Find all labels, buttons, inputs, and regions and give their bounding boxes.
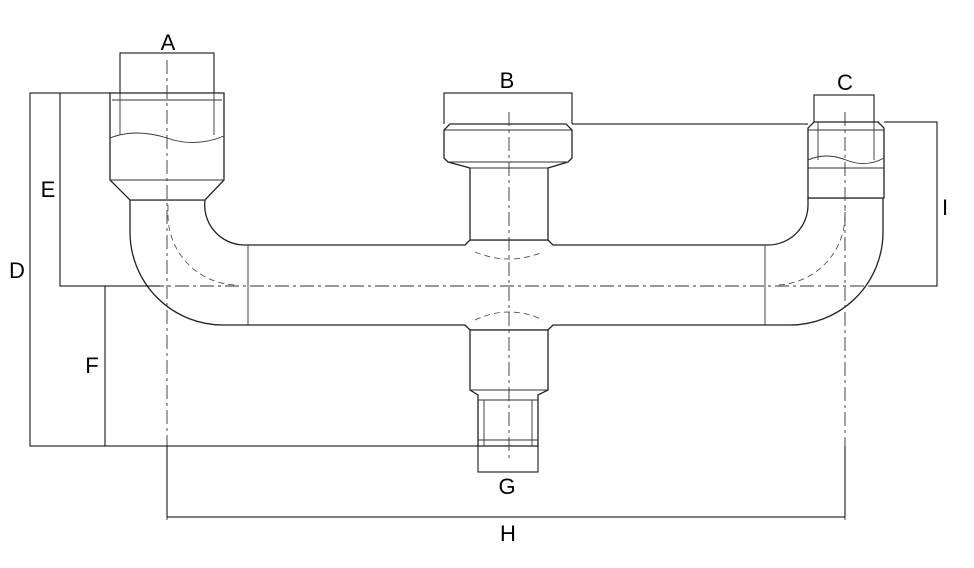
dimension-label-h: H [500,521,516,546]
dimension-label-c: C [837,70,853,95]
dimension-label-f: F [85,353,98,378]
dimension-label-e: E [41,177,56,202]
right-female-fitting [807,121,885,199]
dimension-label-i: I [942,195,948,220]
dimension-label-b: B [500,68,515,93]
dimension-label-a: A [161,30,176,55]
center-top-fitting [443,123,573,241]
dimension-label-g: G [498,474,515,499]
centerlines [150,60,870,520]
dimension-lines [29,52,938,518]
dimension-label-d: D [9,258,25,283]
